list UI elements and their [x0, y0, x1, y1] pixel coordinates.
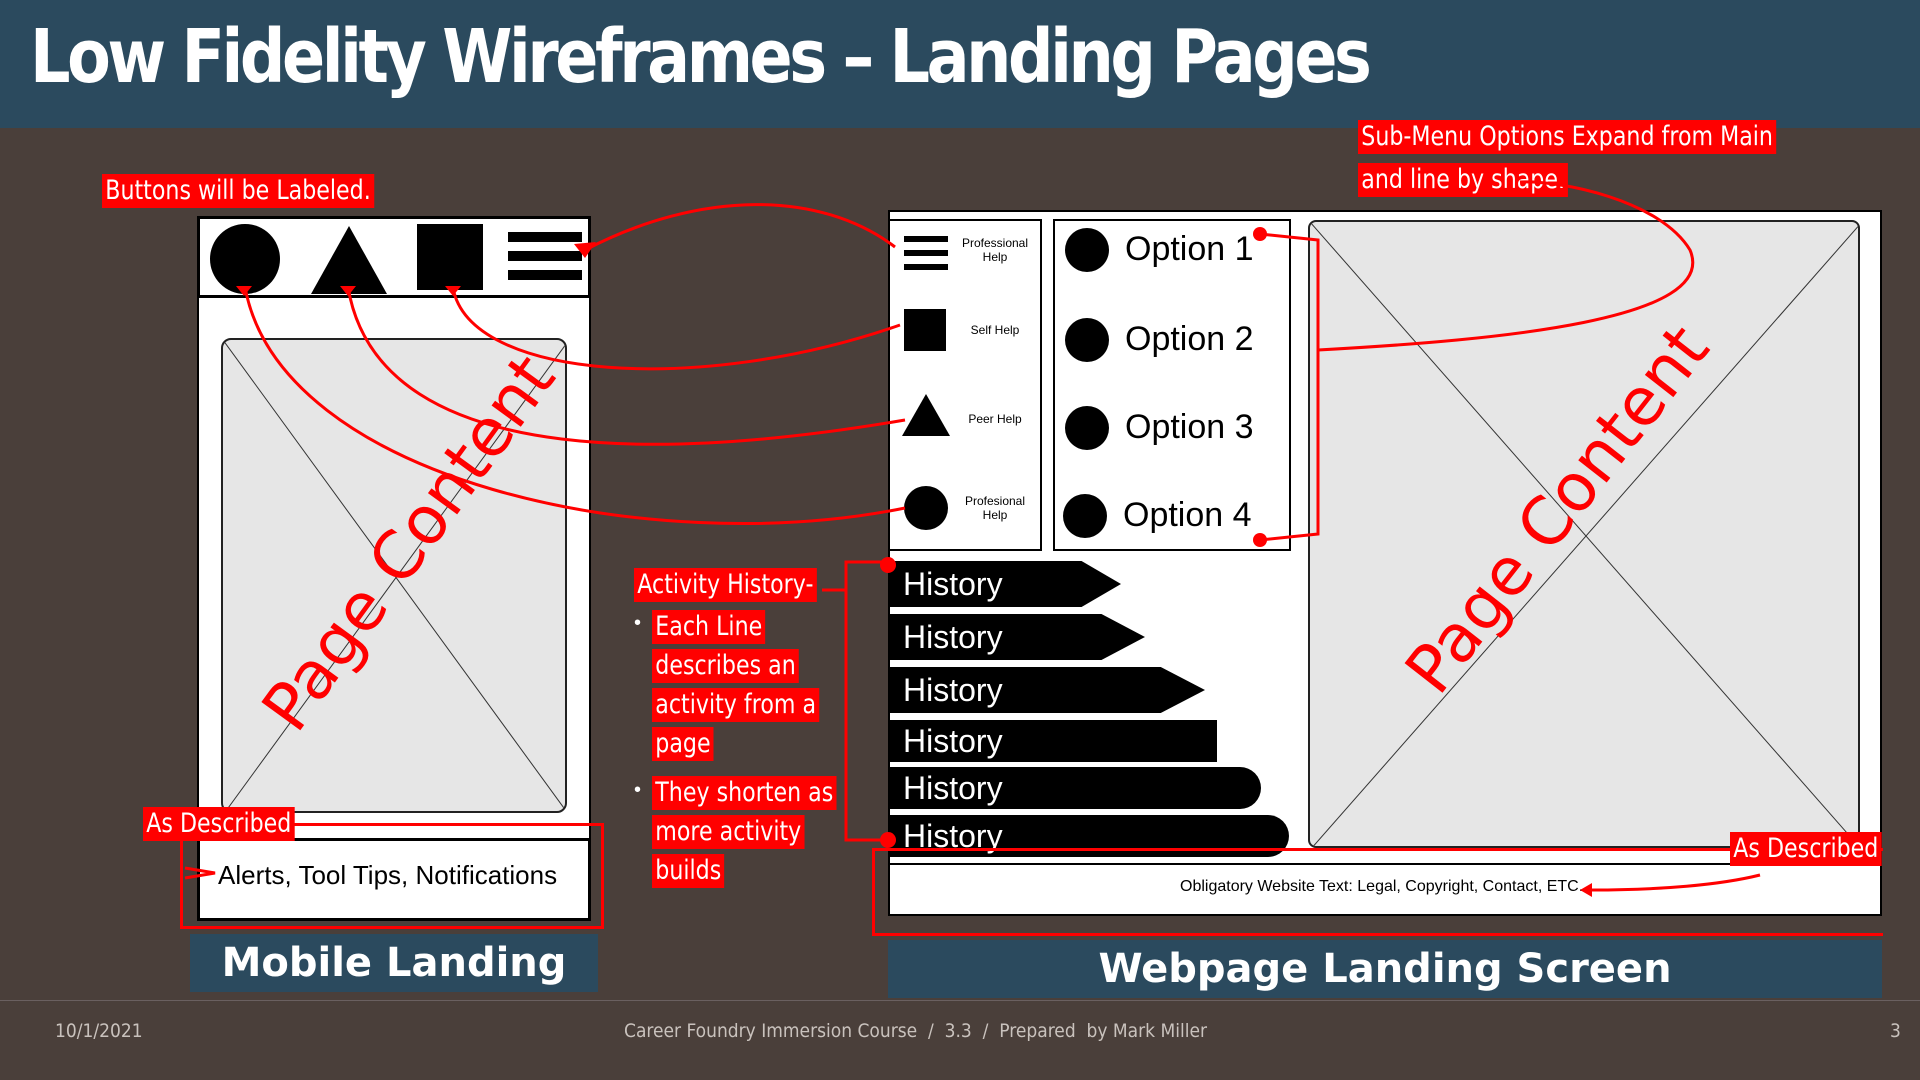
connector-activity-bottom	[844, 590, 890, 842]
connector-hamburger	[584, 203, 896, 252]
mobile-footer	[197, 838, 591, 921]
circle-icon	[1065, 406, 1109, 450]
web-footer-text: Obligatory Website Text: Legal, Copyrigh…	[1180, 878, 1584, 895]
bullet-1: •	[634, 612, 642, 634]
annotation-web-footer: As Described	[1730, 832, 1882, 866]
web-caption: Webpage Landing Screen	[888, 940, 1882, 998]
option-3[interactable]: Option 3	[1063, 404, 1283, 454]
menu-item-professional-help[interactable]: Professional Help	[900, 230, 1034, 290]
option-1-label: Option 1	[1125, 230, 1254, 268]
slide-title: Low Fidelity Wireframes – Landing Pages	[30, 14, 1372, 100]
history-row[interactable]: History	[889, 720, 1217, 762]
menu-item-peer-help[interactable]: Peer Help	[900, 390, 1034, 440]
option-3-label: Option 3	[1125, 408, 1254, 446]
slide-footer-text: Career Foundry Immersion Course / 3.3 / …	[624, 1020, 1208, 1042]
menu-item-self-help[interactable]: Self Help	[900, 305, 1034, 355]
bullet1-line4: page	[652, 727, 714, 761]
slide-date: 10/1/2021	[55, 1020, 143, 1042]
menu-item-profesional-help[interactable]: Profesional Help	[900, 482, 1034, 534]
slide-footer	[0, 1000, 1920, 1080]
bullet2-line1: They shorten as	[652, 776, 837, 810]
history-row[interactable]: History	[889, 614, 1145, 660]
circle-icon	[1065, 228, 1109, 272]
square-icon	[904, 309, 946, 351]
annotation-submenu-line1: Sub-Menu Options Expand from Main	[1358, 120, 1777, 154]
bullet1-line3: activity from a	[652, 688, 820, 722]
annotation-mobile-footer: As Described	[143, 807, 295, 841]
title-bar	[0, 0, 1920, 128]
annotation-buttons: Buttons will be Labeled.	[102, 174, 375, 208]
history-row[interactable]: History	[889, 767, 1261, 809]
activity-heading: Activity History-	[634, 568, 817, 602]
hamburger-icon[interactable]	[508, 228, 582, 288]
option-1[interactable]: Option 1	[1063, 226, 1283, 276]
menu-label-self-help: Self Help	[970, 323, 1020, 337]
menu-label-profesional-help: Profesional Help	[964, 494, 1026, 522]
mobile-footer-text: Alerts, Tool Tips, Notifications	[218, 860, 558, 890]
option-4-label: Option 4	[1123, 496, 1252, 534]
page-number: 3	[1890, 1020, 1901, 1042]
menu-label-professional-help: Professional Help	[961, 236, 1029, 264]
option-4[interactable]: Option 4	[1063, 492, 1283, 542]
bullet2-line3: builds	[652, 854, 725, 888]
hamburger-icon	[904, 236, 948, 270]
web-footer-highlight	[872, 848, 1883, 936]
mobile-caption: Mobile Landing Screen	[190, 934, 598, 1044]
triangle-icon[interactable]	[311, 226, 387, 294]
triangle-icon	[902, 394, 950, 436]
bullet2-line2: more activity	[652, 815, 805, 849]
mobile-footer-highlight	[180, 823, 604, 929]
option-2[interactable]: Option 2	[1063, 316, 1283, 366]
option-2-label: Option 2	[1125, 320, 1254, 358]
circle-icon	[1063, 494, 1107, 538]
menu-label-peer-help: Peer Help	[968, 412, 1022, 426]
circle-icon	[1065, 318, 1109, 362]
bullet1-line2: describes an	[652, 649, 800, 683]
square-icon[interactable]	[417, 224, 483, 290]
history-row[interactable]: History	[889, 667, 1205, 713]
circle-icon	[904, 486, 948, 530]
annotation-submenu-line2: and line by shape.	[1358, 163, 1569, 197]
connector-activity-top	[822, 560, 890, 592]
history-row[interactable]: History	[889, 561, 1121, 607]
circle-icon[interactable]	[210, 224, 280, 294]
bullet-2: •	[634, 779, 642, 801]
bullet1-line1: Each Line	[652, 610, 766, 644]
